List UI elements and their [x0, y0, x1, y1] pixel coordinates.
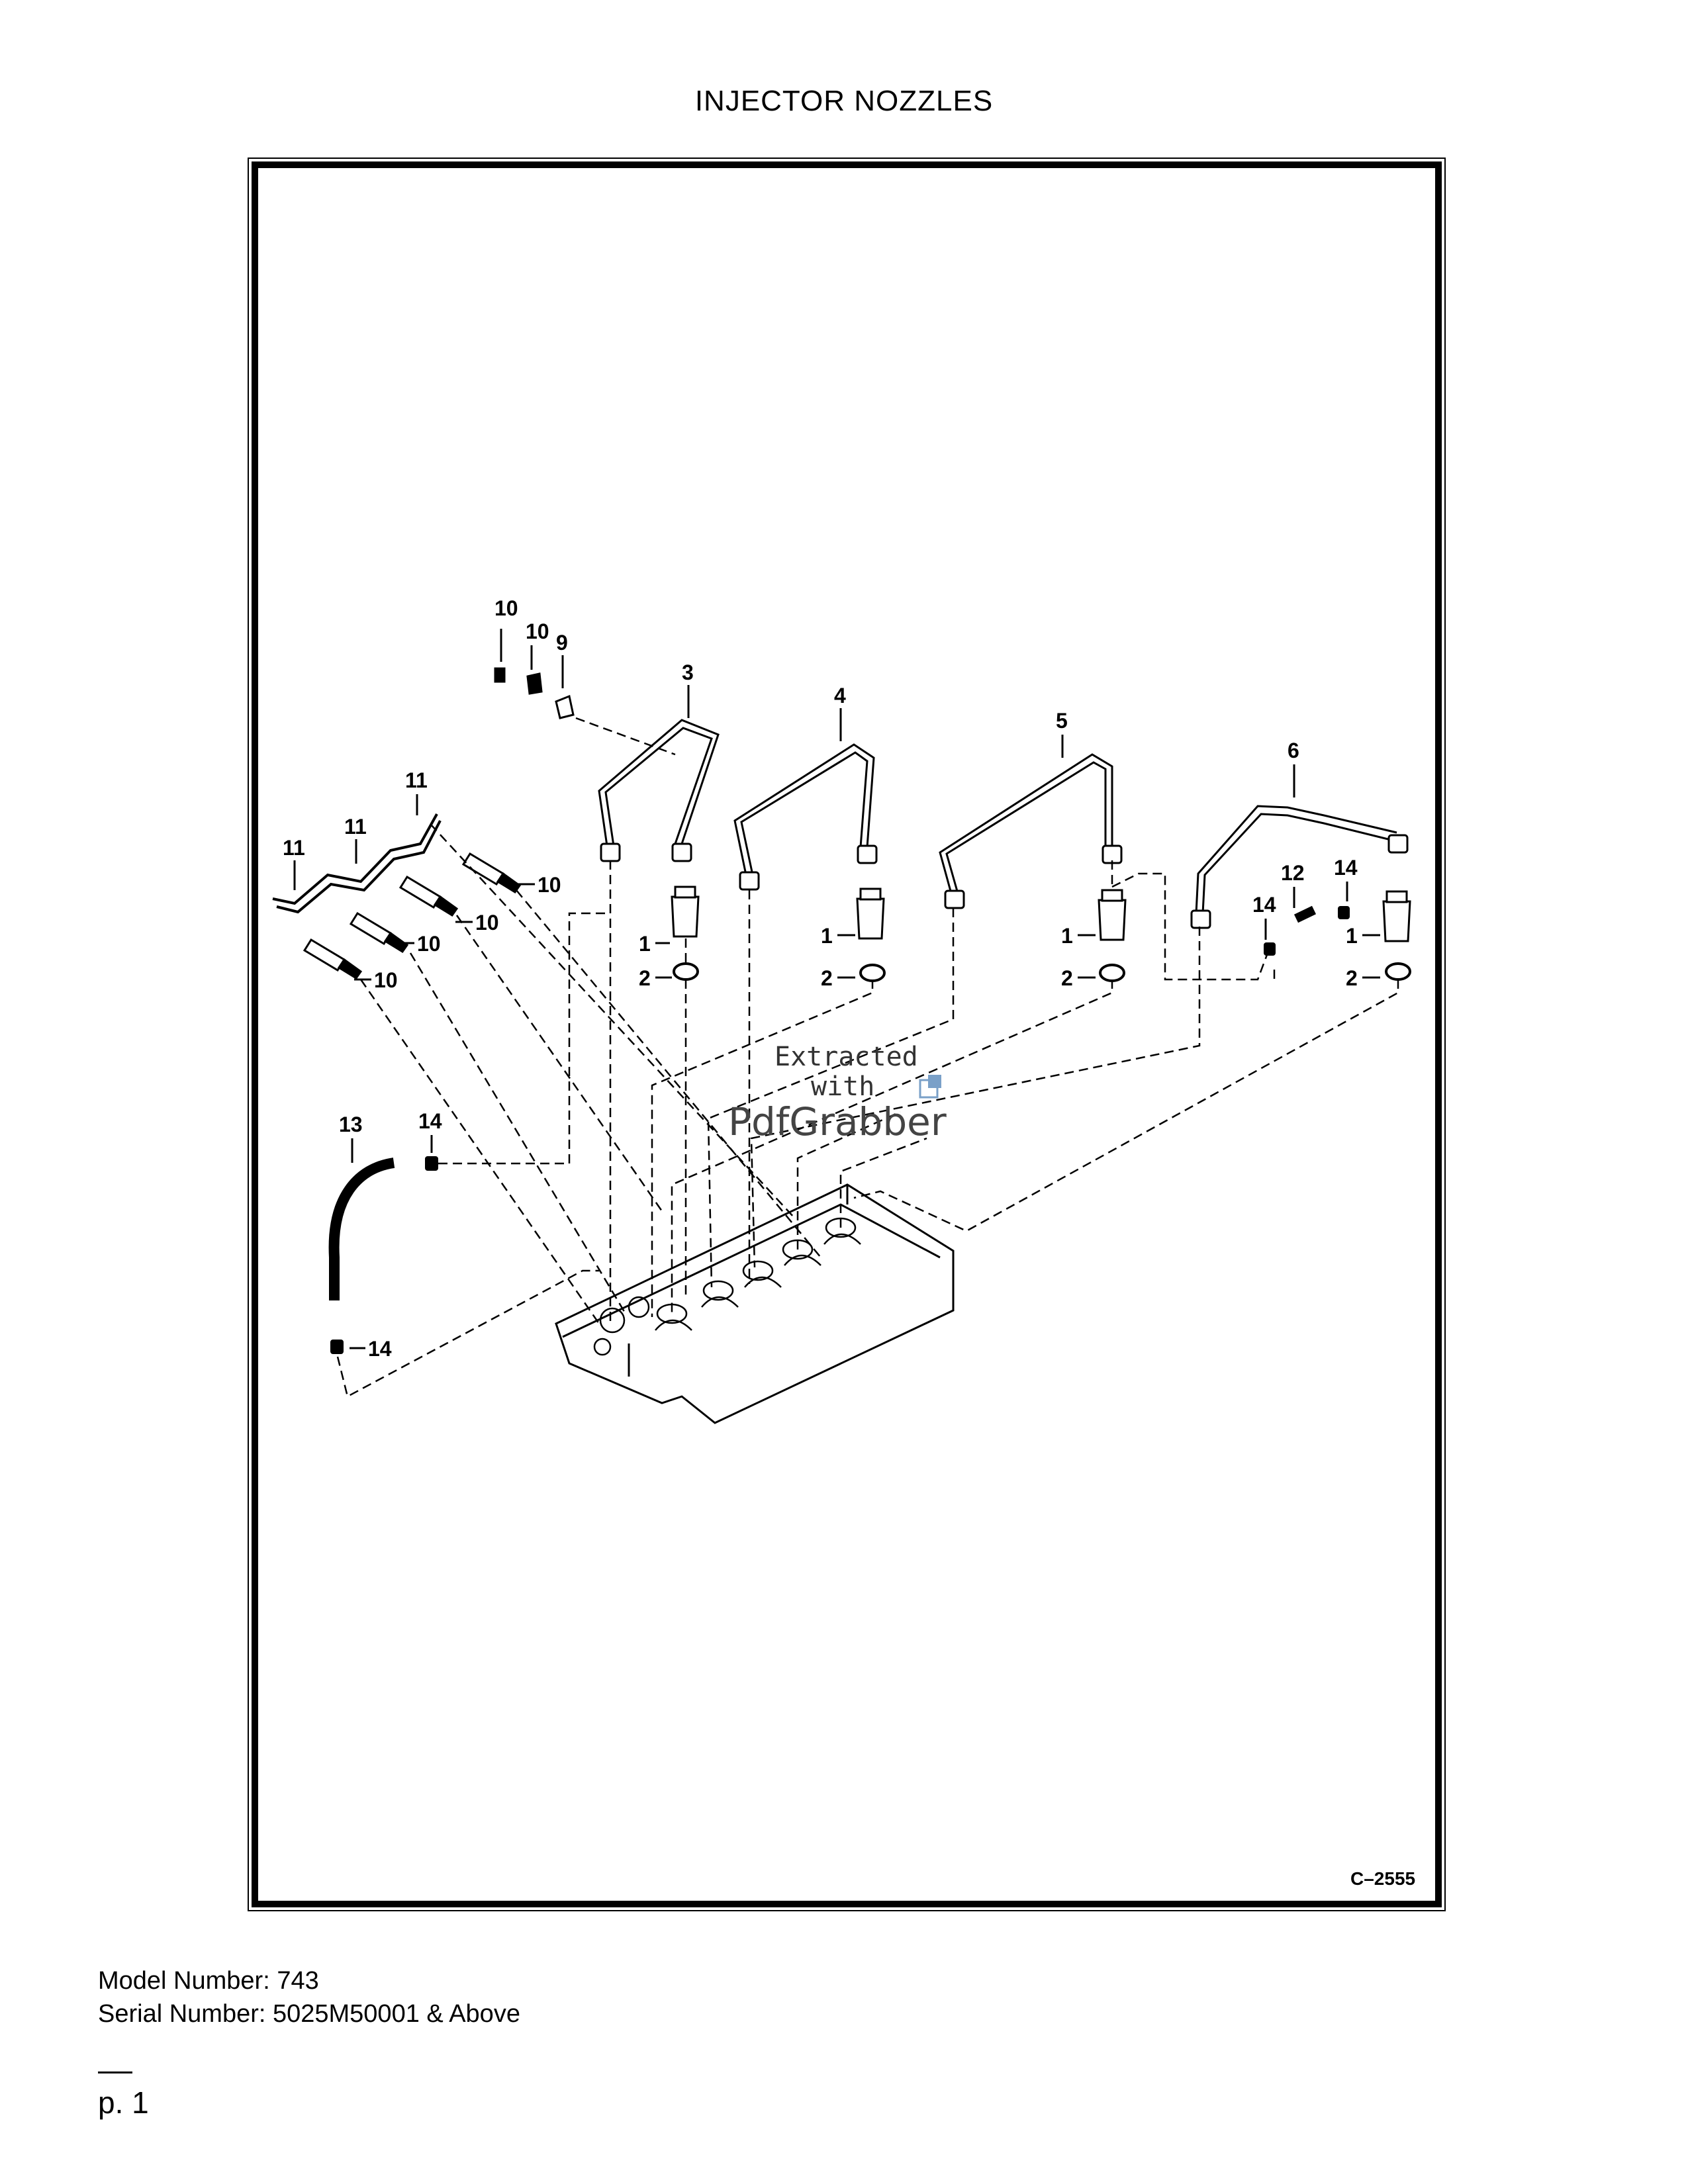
page-title: INJECTOR NOZZLES [694, 85, 994, 117]
callout-label: 1 [639, 932, 651, 956]
figure-frame-outer [248, 158, 1446, 1911]
return-hose [328, 905, 1317, 1300]
hose-clamps [330, 906, 1350, 1354]
callout-label: 10 [526, 619, 549, 643]
pipe-clamp-parts [494, 667, 575, 719]
watermark-line2: with [811, 1071, 874, 1102]
callout-label: 3 [682, 660, 694, 684]
callout-label: 9 [556, 631, 568, 655]
callout-label: 6 [1288, 739, 1299, 762]
injection-pipes [598, 719, 1397, 914]
watermark-line1: Extracted [774, 1042, 918, 1072]
callout-label: 10 [374, 968, 398, 992]
watermark-brand: PdfGrabber [728, 1099, 947, 1144]
callout-label: 11 [405, 768, 428, 792]
callout-leaders [293, 629, 1380, 1349]
cylinder-head [555, 1183, 955, 1424]
callout-label: 13 [339, 1113, 363, 1136]
leak-off-pipe [272, 813, 442, 914]
callout-label: 2 [1061, 966, 1073, 990]
assembly-leader-lines [336, 717, 1399, 1398]
callout-label: 1 [821, 924, 833, 948]
callout-label: 2 [821, 966, 833, 990]
callout-label: 10 [475, 911, 499, 934]
callout-label: 12 [1281, 861, 1305, 885]
callout-label: 10 [494, 596, 518, 620]
injector-nozzles [303, 852, 522, 980]
callout-label: 2 [639, 966, 651, 990]
callout-label: 14 [1334, 856, 1358, 880]
callout-label: 1 [1346, 924, 1358, 948]
nozzle-washers [673, 962, 1411, 982]
page-number: p. 1 [98, 2085, 149, 2120]
pipe-nuts [600, 834, 1409, 929]
callout-labels: 10 10 9 3 4 5 6 11 11 11 10 10 10 10 1 2… [283, 596, 1358, 1361]
figure-frame [252, 161, 1442, 1907]
callout-label: 11 [344, 815, 367, 839]
callout-label: 10 [417, 932, 441, 956]
callout-label: 5 [1056, 709, 1068, 733]
callout-label: 11 [283, 836, 305, 860]
callout-label: 14 [368, 1337, 392, 1361]
injector-bodies [671, 886, 1411, 942]
callout-label: 14 [418, 1109, 442, 1133]
figure-code: C–2555 [1350, 1868, 1415, 1889]
model-number: Model Number: 743 [98, 1967, 319, 1995]
callout-label: 10 [538, 873, 561, 897]
callout-label: 14 [1252, 893, 1276, 917]
callout-label: 4 [834, 684, 846, 707]
callout-label: 1 [1061, 924, 1073, 948]
pdfgrabber-watermark: Extracted with PdfGrabber [728, 1042, 947, 1144]
serial-number: Serial Number: 5025M50001 & Above [98, 2000, 520, 2028]
callout-label: 2 [1346, 966, 1358, 990]
page-number-rule [98, 2071, 132, 2073]
